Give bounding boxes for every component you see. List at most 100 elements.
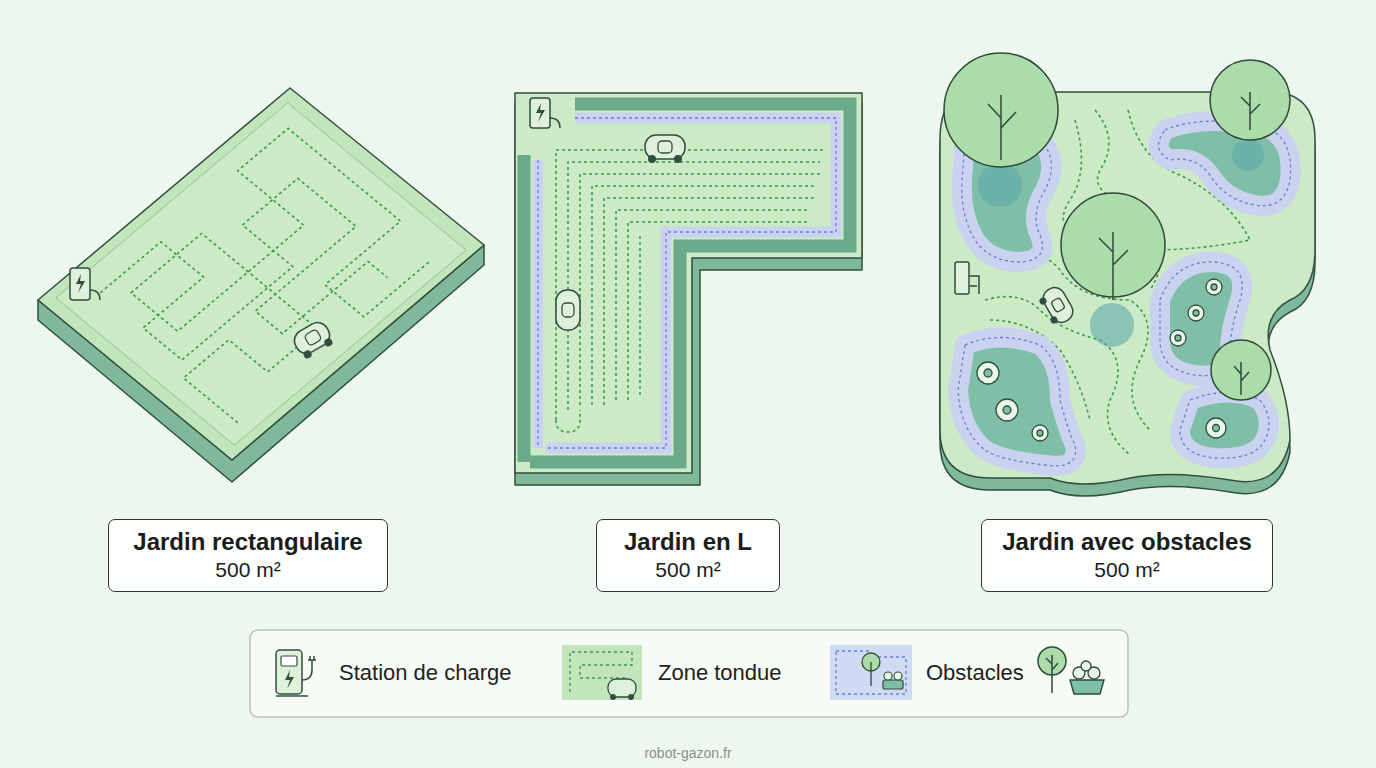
illustration-part (870, 662, 871, 686)
illustration-part (977, 279, 1226, 441)
watermark: robot-gazon.fr (644, 745, 731, 761)
garden-label-box: Jardin rectangulaire500 m² (108, 519, 388, 592)
illustration-part (1193, 310, 1199, 316)
illustration-part (530, 104, 850, 462)
garden-name: Jardin rectangulaire (133, 528, 362, 557)
illustration-part (1232, 139, 1264, 171)
illustration-part (1211, 340, 1271, 400)
illustration-part (281, 656, 297, 666)
illustration-part (1070, 680, 1104, 694)
illustration-part (86, 128, 439, 422)
illustration-part (556, 150, 826, 432)
illustration-part (955, 262, 979, 294)
illustration-part (556, 290, 580, 330)
illustration-part (988, 92, 1260, 395)
illustration-part (38, 88, 484, 460)
illustration-part (562, 303, 574, 317)
illustration-part (1234, 362, 1249, 395)
illustration-part (978, 163, 1022, 207)
illustration-part (568, 162, 820, 410)
illustration-part (996, 399, 1018, 421)
illustration-part (894, 672, 902, 680)
illustration-part (955, 262, 969, 294)
illustration-part (958, 338, 1076, 466)
illustration-part (90, 290, 100, 300)
illustration-part (639, 234, 641, 395)
illustration-part (1038, 647, 1104, 694)
illustration-part (70, 268, 100, 300)
illustration-part (1036, 284, 1076, 328)
illustration-part (1206, 279, 1222, 295)
illustration-part (1003, 406, 1011, 414)
illustration-part (302, 656, 316, 680)
illustration-part (604, 198, 815, 405)
illustration-part (884, 672, 892, 680)
illustration-part (56, 103, 466, 445)
illustration-part (988, 95, 1016, 160)
illustration-part (545, 118, 836, 448)
illustration-part (1180, 393, 1269, 459)
garden-label-box: Jardin avec obstacles500 m² (981, 519, 1273, 592)
illustration-part (323, 337, 334, 348)
illustration-part (545, 118, 836, 448)
illustration-part (883, 680, 903, 689)
illustration-part (70, 268, 90, 300)
illustration-part (556, 290, 580, 330)
illustration-part (1046, 655, 1058, 693)
illustration-part (984, 369, 992, 377)
illustration-part (580, 174, 820, 405)
illustration-part (515, 93, 862, 473)
illustration-part (562, 645, 642, 700)
illustration-part (830, 645, 912, 700)
illustration-part (304, 329, 322, 346)
illustration-part (556, 410, 580, 432)
illustration-part (276, 650, 302, 694)
illustration-part (628, 694, 634, 700)
illustration-part (1170, 330, 1186, 346)
illustration-part (290, 319, 335, 361)
illustration-part (1039, 284, 1076, 326)
illustration-part (1213, 425, 1220, 432)
illustration-part (100, 153, 402, 405)
garden-name: Jardin avec obstacles (1002, 528, 1251, 557)
illustration-part (1038, 296, 1048, 306)
illustration-part (56, 103, 466, 445)
illustration-part (556, 150, 826, 420)
legend-frame (250, 630, 1128, 717)
illustration-part (562, 645, 642, 700)
garden-label-box: Jardin en L500 m² (596, 519, 780, 592)
illustration-part (530, 98, 560, 128)
illustration-part (1188, 305, 1204, 321)
garden-area: 500 m² (655, 557, 720, 582)
illustration-part (1081, 661, 1091, 671)
illustration-part (944, 53, 1290, 400)
garden-area: 500 m² (215, 557, 280, 582)
illustration-part (1032, 425, 1048, 441)
illustration-part (1099, 232, 1128, 300)
illustration-part (276, 695, 308, 697)
illustration-part (1211, 284, 1217, 290)
illustration-part (592, 186, 815, 405)
legend-label: Station de charge (339, 660, 511, 686)
illustration-part (648, 155, 656, 163)
illustration-part (530, 98, 550, 128)
illustration-part (944, 53, 1058, 167)
illustration-part (658, 141, 672, 153)
illustration-part (276, 650, 316, 696)
illustration-part (969, 276, 979, 294)
illustration-part (536, 103, 545, 122)
illustration-part (537, 160, 538, 448)
illustration-part (550, 118, 560, 128)
illustration-part (302, 349, 313, 360)
illustration-part (250, 630, 1128, 717)
l-shaped-garden (515, 93, 862, 485)
illustration-part (1090, 303, 1134, 347)
garden-name: Jardin en L (624, 528, 752, 557)
illustration-part (958, 121, 1291, 466)
illustration-part (1049, 315, 1059, 325)
legend-label: Obstacles (926, 660, 1024, 686)
illustration-part (1051, 297, 1066, 312)
illustration-part (1175, 335, 1181, 341)
